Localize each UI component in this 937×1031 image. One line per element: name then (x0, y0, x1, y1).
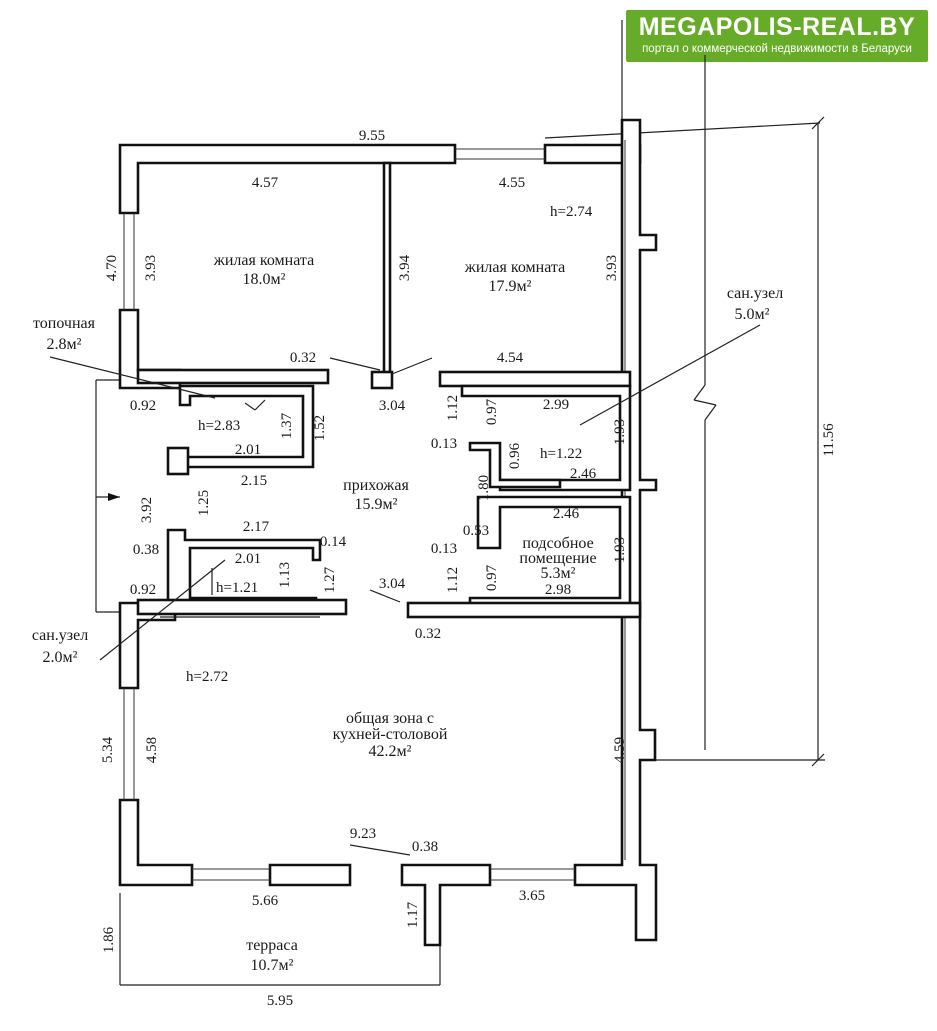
bathroom-left-name: сан.узел (32, 627, 88, 644)
dim-living2-bottom: 4.54 (497, 350, 524, 366)
dim-util-193: 1.93 (612, 537, 628, 563)
common-zone-name-2: кухней-столовой (333, 726, 448, 743)
site-name: MEGAPOLIS-REAL.BY (638, 13, 916, 41)
exterior-walls (118, 118, 658, 947)
leader-lines (49, 324, 761, 856)
vertical-dimensions: 3.93 3.94 3.93 4.70 11.56 1.37 1.52 1.12… (100, 254, 837, 953)
dim-hall-392: 3.92 (139, 497, 155, 523)
terrace-area: 10.7м² (251, 957, 294, 974)
dim-bath-left-201: 2.01 (235, 551, 261, 567)
height-boiler: h=2.83 (198, 418, 240, 434)
dim-total-depth: 11.56 (821, 423, 837, 457)
dim-bath-right-246: 2.46 (570, 466, 597, 482)
site-tagline: портал о коммерческой недвижимости в Бел… (642, 43, 912, 55)
horizontal-dimensions: 9.55 4.57 4.55 0.32 3.04 4.54 0.92 2.01 … (130, 128, 597, 1009)
height-common: h=2.72 (186, 669, 228, 685)
dim-pier-038: 0.38 (412, 839, 438, 855)
dim-bath-right-097: 0.97 (484, 398, 500, 425)
dim-window-right: 3.65 (519, 888, 545, 904)
dim-terrace-wall: 1.17 (405, 901, 421, 928)
height-bath-right: h=1.22 (540, 446, 582, 462)
dim-boiler-137: 1.37 (279, 412, 295, 439)
living-room-1-area: 18.0м² (243, 271, 286, 288)
dim-bath-left-127: 1.27 (322, 566, 338, 593)
utility-room-name-2: помещение (519, 550, 596, 567)
dim-hall-038: 0.38 (133, 542, 159, 558)
dim-common-left-outer: 5.34 (100, 736, 116, 763)
dim-living2-height: 3.93 (604, 255, 620, 281)
boiler-room-name: топочная (33, 315, 96, 332)
utility-room-name-1: подсобное (522, 535, 593, 552)
dim-living2-width: 4.55 (499, 175, 525, 191)
dim-partition-height: 3.94 (397, 254, 413, 281)
living-room-2-name: жилая комната (464, 259, 565, 276)
height-bath-left: h=1.21 (216, 580, 258, 596)
boiler-room-area: 2.8м² (47, 336, 82, 353)
dim-hall-door-width-2: 3.04 (379, 576, 406, 592)
dim-util-246: 2.46 (553, 506, 580, 522)
ceiling-heights: h=2.74 h=2.83 h=1.22 h=1.21 h=2.72 (186, 204, 593, 685)
dim-util-097: 0.97 (484, 564, 500, 591)
dim-bath-right-193: 1.93 (612, 419, 628, 445)
dim-hall-092b: 0.92 (130, 582, 156, 598)
dim-hall-door-width: 3.04 (379, 398, 406, 414)
dim-bath-right-299: 2.99 (543, 397, 569, 413)
living-room-2-area: 17.9м² (489, 278, 532, 295)
bathroom-right-name: сан.узел (727, 285, 783, 302)
common-zone-name-1: общая зона с (346, 710, 434, 727)
dimension-lines (95, 20, 825, 986)
room-labels: жилая комната 18.0м² жилая комната 17.9м… (32, 252, 783, 974)
dim-terrace-depth: 1.86 (101, 926, 117, 953)
dim-bath-right-112: 1.12 (445, 395, 461, 421)
common-zone-area: 42.2м² (369, 743, 412, 760)
dim-hall-125: 1.25 (196, 490, 212, 516)
terrace-name: терраса (246, 937, 298, 954)
dim-bath-right-013: 0.13 (431, 436, 457, 452)
dim-util-298: 2.98 (545, 582, 571, 598)
bathroom-left-area: 2.0м² (43, 649, 78, 666)
dim-wall-032-bottom: 0.32 (415, 626, 441, 642)
dim-left-wall-top: 4.70 (104, 255, 120, 281)
dim-total-width: 9.55 (359, 128, 385, 144)
dim-common-width: 9.23 (350, 826, 376, 842)
hall-name: прихожая (343, 477, 409, 494)
dim-util-053: 0.53 (463, 523, 489, 539)
dim-util-112: 1.12 (445, 567, 461, 593)
dim-terrace-width: 5.95 (267, 993, 293, 1009)
dim-boiler-092: 0.92 (130, 398, 156, 414)
living-room-1-name: жилая комната (213, 252, 314, 269)
dim-wall-032-top: 0.32 (290, 350, 316, 366)
bathroom-right-area: 5.0м² (735, 306, 770, 323)
dim-bath-left-217: 2.17 (243, 519, 270, 535)
dim-living1-width: 4.57 (252, 175, 279, 191)
interior-walls (136, 161, 642, 619)
dim-boiler-215: 2.15 (241, 473, 267, 489)
dim-boiler-201: 2.01 (235, 442, 261, 458)
dim-util-013: 0.13 (431, 541, 457, 557)
dim-common-right: 4.59 (612, 737, 628, 763)
utility-room-area: 5.3м² (541, 565, 576, 582)
dim-bath-left-014: 0.14 (320, 534, 347, 550)
dim-common-left-inner: 4.58 (144, 737, 160, 763)
dim-boiler-152: 1.52 (312, 415, 328, 441)
height-living: h=2.74 (550, 204, 593, 220)
dim-window-left: 5.66 (252, 893, 279, 909)
site-banner[interactable]: MEGAPOLIS-REAL.BY портал о коммерческой … (626, 10, 928, 62)
dim-living1-height: 3.93 (143, 255, 159, 281)
dim-hall-180: 1.80 (476, 475, 492, 501)
dim-bath-right-096: 0.96 (507, 442, 523, 469)
hall-area: 15.9м² (355, 496, 398, 513)
dim-bath-left-113: 1.13 (277, 562, 293, 588)
